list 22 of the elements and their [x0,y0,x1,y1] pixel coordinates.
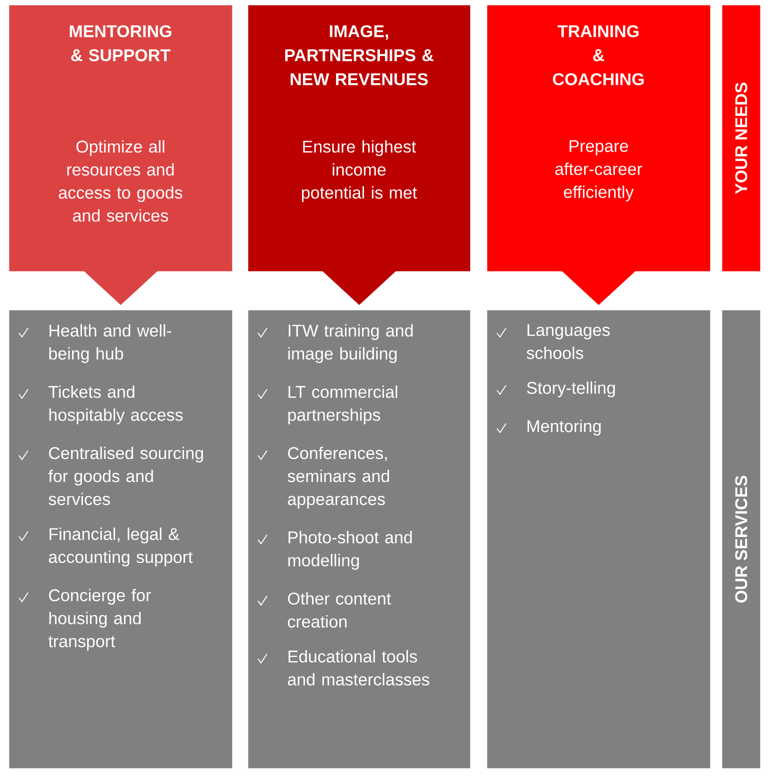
list-item: ITW training and image building [288,324,413,364]
need-box: IMAGE, PARTNERSHIPS & NEW REVENUES Ensure highest income potential is met [248,5,470,272]
side-band: YOUR NEEDS [722,5,760,272]
pointer-arrow [562,270,636,305]
list-item: Languages schools [526,324,610,360]
list-item: Concierge for housing and transport [48,588,151,651]
list-item: Other content creation [288,592,391,628]
list-item: Mentoring [528,420,601,436]
side-band: OUR SERVICES [722,310,760,768]
list-item: Health and well-being hub [49,324,172,364]
list-item: Photo-shoot and modelling [288,530,412,570]
pointer-arrow [84,270,158,305]
list-item: Educational tools and masterclasses [288,650,430,686]
list-item: Conferences, seminars and appearances [288,446,390,509]
list-item: Tickets and hospitably access [48,385,183,424]
list-item: Financial, legal & accounting support [48,528,193,566]
need-box: MENTORING & SUPPORT Optimize all resources and access to goods and services [9,5,232,272]
pointer-arrow [322,270,396,305]
need-box: TRAINING & COACHING Prepare after-career efficiently [487,5,710,272]
list-item: Centralised sourcing for goods and services [48,446,203,506]
list-item: Story-telling [526,381,615,398]
list-item: LT commercial partnerships [288,385,398,424]
